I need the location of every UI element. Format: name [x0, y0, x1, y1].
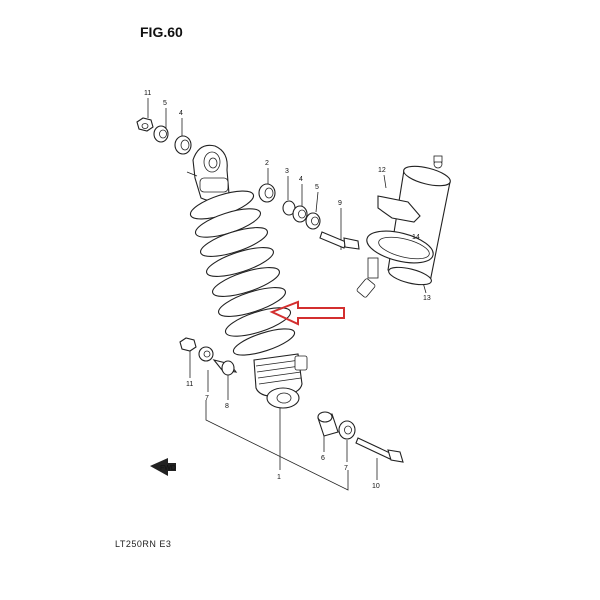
- label-7-right: 7: [344, 465, 348, 472]
- collar-2: [258, 183, 276, 203]
- bolt-10: [355, 437, 404, 463]
- label-8: 8: [225, 403, 229, 410]
- washer-5-mid: [305, 212, 321, 230]
- label-10: 10: [372, 483, 380, 490]
- spacer-8: [212, 359, 238, 376]
- label-11-top: 11: [144, 90, 151, 97]
- lower-nut-11: [179, 337, 197, 352]
- fwd-arrow-icon: FWD: [150, 458, 176, 476]
- label-12: 12: [378, 167, 386, 174]
- leader-lines: [147, 98, 427, 491]
- top-nut-11: [136, 117, 154, 132]
- top-bush-4: [174, 135, 192, 155]
- label-5-top: 5: [163, 100, 167, 107]
- highlight-arrow: [269, 300, 345, 326]
- top-washer-5: [153, 125, 169, 143]
- label-3: 3: [285, 168, 289, 175]
- bearing-6: [317, 411, 339, 437]
- label-9: 9: [338, 200, 342, 207]
- damper-lower-body: [253, 353, 303, 409]
- washer-7-right: [338, 420, 356, 440]
- label-13: 13: [423, 295, 431, 302]
- label-2: 2: [265, 160, 269, 167]
- gas-reservoir: [387, 155, 451, 286]
- label-4-top: 4: [179, 110, 183, 117]
- reservoir-clamp-bracket: [366, 195, 434, 279]
- fwd-label: FWD: [160, 465, 176, 472]
- label-5-mid: 5: [315, 184, 319, 191]
- shock-top-eye: [186, 144, 230, 202]
- lower-washer-7-left: [198, 346, 214, 362]
- label-14: 14: [412, 234, 420, 241]
- label-1: 1: [277, 474, 281, 481]
- bush-4-mid: [292, 205, 308, 223]
- coil-spring: [189, 190, 296, 356]
- label-7-left: 7: [205, 395, 209, 402]
- reservoir-hose: [294, 278, 376, 371]
- figure-title: FIG.60: [140, 24, 183, 40]
- label-6: 6: [321, 455, 325, 462]
- bolt-9: [319, 231, 360, 250]
- label-4-mid: 4: [299, 176, 303, 183]
- model-code: LT250RN E3: [115, 539, 172, 549]
- label-11-low: 11: [186, 381, 193, 388]
